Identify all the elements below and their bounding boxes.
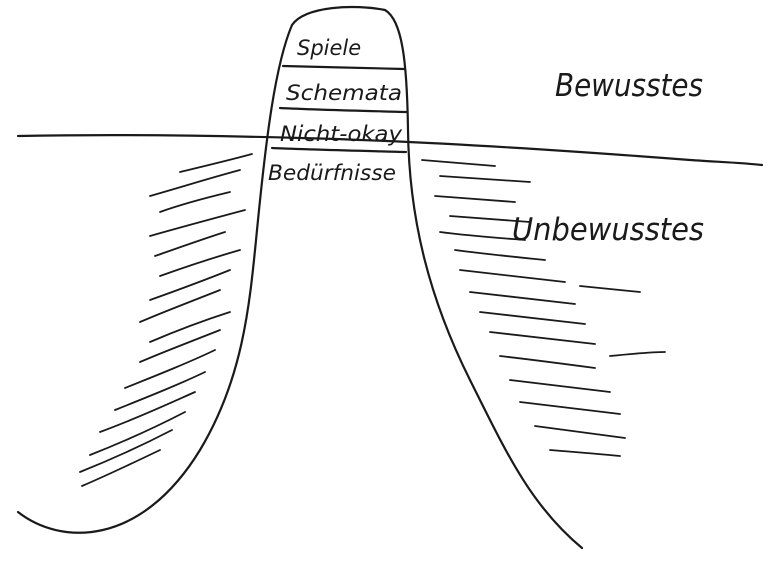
layer-label-beduerfnisse: Bedürfnisse [268,161,396,185]
hatching-right [422,160,665,456]
layer-divider-3 [272,148,406,152]
layer-label-schemata: Schemata [286,81,402,105]
hatching-left [80,154,252,486]
layer-label-spiele: Spiele [297,36,361,60]
layer-label-nicht-okay: Nicht-okay [280,122,403,146]
label-conscious: Bewusstes [555,68,703,104]
layer-divider-2 [280,108,406,112]
layer-divider-1 [283,66,404,69]
label-unconscious: Unbewusstes [512,212,704,248]
